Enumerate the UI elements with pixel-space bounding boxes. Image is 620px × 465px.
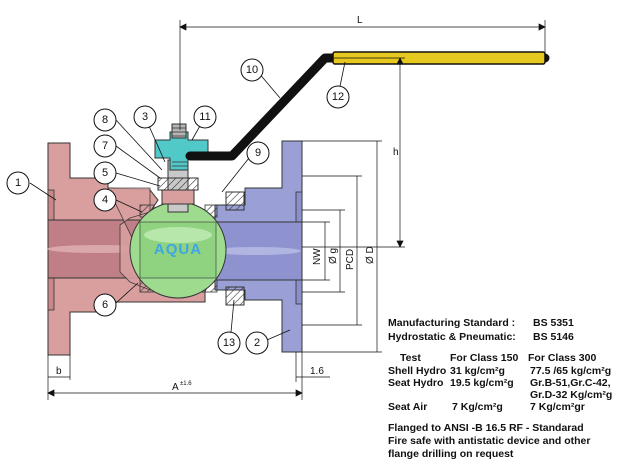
dim-A-tol: ±1.6 [180, 381, 192, 387]
row-class150: 31 kg/cm²g [450, 365, 505, 377]
svg-text:8: 8 [102, 114, 108, 126]
row-test: Seat Air [388, 401, 428, 413]
row-class150: 19.5 kg/cm²g [450, 377, 514, 389]
lower-nut [225, 286, 245, 306]
callout-2: 2 [245, 331, 269, 355]
dim-NW: NW [312, 248, 323, 265]
svg-text:7: 7 [102, 140, 108, 152]
note-line: flange drilling on request [388, 448, 514, 460]
svg-text:1: 1 [15, 177, 21, 189]
svg-text:9: 9 [255, 147, 261, 159]
dim-t: 1.6 [310, 366, 324, 377]
row-class300: Gr.D-32 Kg/cm²g [530, 389, 613, 401]
callout-10: 10 [240, 58, 264, 82]
manufacturing-standard-value: BS 5351 [533, 317, 574, 329]
hydrostatic-value: BS 5146 [533, 331, 574, 343]
stem-assembly [154, 123, 209, 213]
svg-text:5: 5 [102, 167, 108, 179]
dim-b: b [56, 366, 62, 377]
brand-label: AQUA [154, 241, 202, 258]
svg-text:2: 2 [254, 337, 260, 349]
callout-5: 5 [93, 161, 117, 185]
row-class150: 7 Kg/cm²g [452, 401, 503, 413]
svg-text:12: 12 [332, 91, 344, 103]
dim-A: A [172, 382, 179, 393]
upper-nut [225, 191, 245, 211]
callouts: 1 2 3 4 5 6 7 8 9 10 11 12 13 [6, 58, 350, 355]
svg-text:10: 10 [246, 64, 258, 76]
callout-12: 12 [326, 85, 350, 109]
row-test: Shell Hydro [388, 365, 447, 377]
callout-9: 9 [246, 141, 270, 165]
row-test: Seat Hydro [388, 377, 444, 389]
callout-13: 13 [217, 331, 241, 355]
callout-1: 1 [6, 171, 30, 195]
hydrostatic-label: Hydrostatic & Pneumatic: [388, 331, 516, 343]
svg-text:11: 11 [199, 111, 210, 123]
row-class300: 77.5 /65 kg/cm²g [530, 365, 612, 377]
callout-8: 8 [93, 108, 117, 132]
callout-6: 6 [93, 293, 117, 317]
svg-text:4: 4 [102, 194, 108, 206]
svg-text:6: 6 [102, 299, 108, 311]
dim-PCD: PCD [345, 249, 356, 270]
dim-phi-g: Ø g [328, 248, 339, 264]
callout-7: 7 [93, 134, 117, 158]
manufacturing-standard-label: Manufacturing Standard : [388, 317, 516, 329]
right-bore-shadow [211, 247, 301, 255]
gland-packing [157, 177, 199, 191]
svg-text:13: 13 [223, 337, 235, 349]
note-line: Fire safe with antistatic device and oth… [388, 435, 591, 447]
callout-11: 11 [193, 105, 217, 129]
dim-phi-D: Ø D [365, 246, 376, 264]
stem-top [171, 123, 187, 139]
dim-h: h [393, 147, 399, 158]
callout-4: 4 [93, 188, 117, 212]
stem-base [161, 189, 195, 205]
table-header-test: Test [400, 352, 421, 364]
svg-text:3: 3 [142, 111, 148, 123]
row-class300: 7 Kg/cm²gr [530, 401, 585, 413]
thread-lines [172, 127, 188, 167]
callout-3: 3 [133, 105, 157, 129]
note-line: Flanged to ANSI -B 16.5 RF - Standarad [388, 422, 584, 434]
table-header-class300: For Class 300 [528, 352, 597, 364]
dim-L: L [357, 15, 363, 26]
row-class300: Gr.B-51,Gr.C-42, [530, 377, 611, 389]
dimension-lines [47, 20, 546, 400]
table-header-class150: For Class 150 [450, 352, 519, 364]
ball: AQUA [129, 201, 227, 299]
